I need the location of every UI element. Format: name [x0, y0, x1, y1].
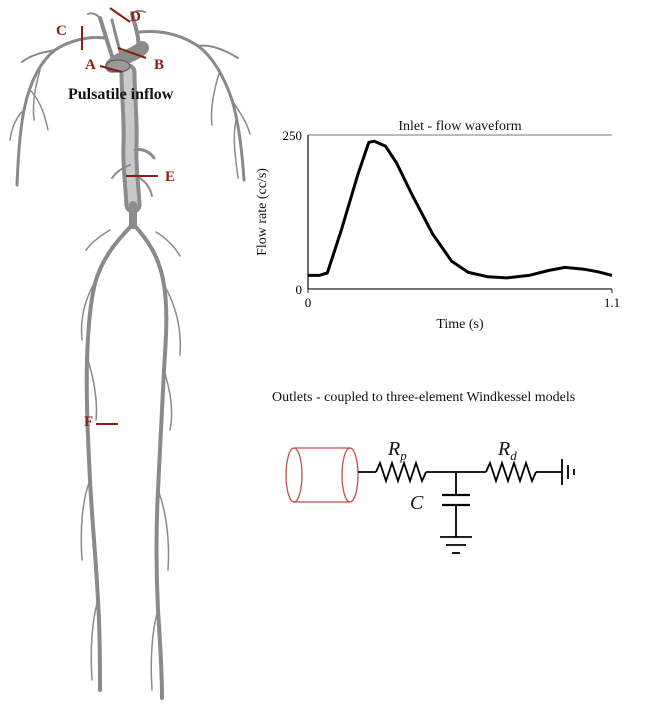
resistor-rp — [376, 463, 426, 481]
x-tick-label: 0 — [305, 295, 312, 310]
chart-title: Inlet - flow waveform — [398, 119, 521, 134]
c-label: C — [410, 492, 424, 514]
label-f: F — [84, 415, 93, 430]
label-d: D — [130, 10, 141, 25]
inlet-flow-chart: Inlet - flow waveform Flow rate (cc/s) T… — [250, 110, 630, 335]
right-leg-vessels — [134, 225, 166, 698]
capacitor-c — [442, 495, 470, 505]
y-tick-label: 250 — [283, 128, 303, 143]
rp-label: Rp — [387, 438, 407, 463]
resistor-rd — [486, 463, 536, 481]
windkessel-circuit: Rp Rd C — [280, 425, 600, 575]
label-c: C — [56, 24, 67, 39]
label-e: E — [165, 170, 175, 185]
vessel-network — [10, 11, 250, 698]
outlet-cylinder — [286, 448, 358, 502]
vascular-model — [0, 0, 270, 708]
y-axis-label: Flow rate (cc/s) — [255, 168, 270, 256]
right-arm-vessels — [140, 32, 244, 180]
pulsatile-inflow-label: Pulsatile inflow — [68, 86, 173, 104]
rd-label: Rd — [497, 438, 517, 463]
label-a: A — [85, 58, 96, 73]
ground-bottom-icon — [440, 537, 472, 553]
outlets-title: Outlets - coupled to three-element Windk… — [272, 390, 575, 406]
y-tick-label: 0 — [296, 282, 303, 297]
ground-right-icon — [562, 459, 574, 485]
x-tick-label: 1.1 — [604, 295, 620, 310]
x-axis-label: Time (s) — [436, 317, 484, 332]
flow-series-line — [308, 141, 612, 278]
axis-ticks: 0 250 0 1.1 — [283, 128, 621, 310]
label-b: B — [154, 58, 164, 73]
